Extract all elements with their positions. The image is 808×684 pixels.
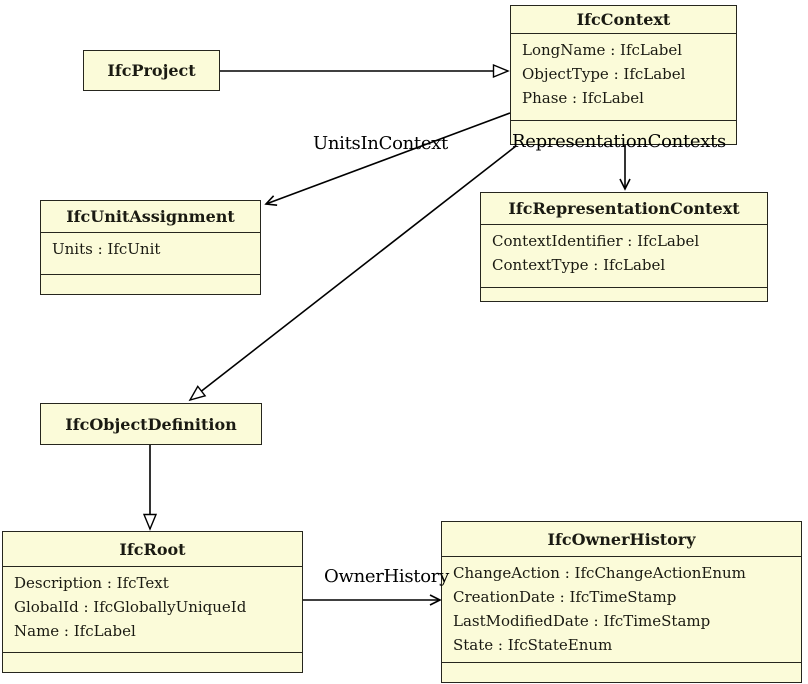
class-empty-compartment [41,274,260,294]
class-attribute: CreationDate : IfcTimeStamp [453,588,677,606]
class-attributes: LongName : IfcLabel ObjectType : IfcLabe… [511,33,736,120]
class-empty-compartment [442,662,801,682]
class-ifcproject: IfcProject [83,50,220,91]
class-attribute: ContextIdentifier : IfcLabel [492,232,700,250]
class-ifcrepresentationcontext: IfcRepresentationContext ContextIdentifi… [480,192,768,302]
association-label-representationcontexts: RepresentationContexts [512,131,726,152]
class-attribute: Phase : IfcLabel [522,89,644,107]
class-attributes: Description : IfcText GlobalId : IfcGlob… [3,566,302,652]
class-attributes: ContextIdentifier : IfcLabel ContextType… [481,224,767,287]
class-empty-compartment [481,287,767,301]
class-empty-compartment [511,120,736,144]
class-title: IfcRepresentationContext [508,199,740,218]
class-ifcunitassignment: IfcUnitAssignment Units : IfcUnit [40,200,261,295]
class-attribute: Name : IfcLabel [14,622,136,640]
class-attribute: ChangeAction : IfcChangeActionEnum [453,564,746,582]
association-ifccontext-to-ifcunitassignment [264,112,511,206]
class-ifcroot: IfcRoot Description : IfcText GlobalId :… [2,531,303,673]
class-ifccontext: IfcContext LongName : IfcLabel ObjectTyp… [510,5,737,145]
class-title: IfcProject [107,61,196,80]
class-attribute: LongName : IfcLabel [522,41,683,59]
class-title: IfcRoot [119,539,186,559]
association-label-unitsincontext: UnitsInContext [313,133,448,154]
class-attribute: State : IfcStateEnum [453,636,613,654]
class-attribute: GlobalId : IfcGloballyUniqueId [14,598,247,616]
class-title: IfcUnitAssignment [66,207,235,226]
class-attributes: ChangeAction : IfcChangeActionEnum Creat… [442,556,801,662]
class-ifcownerhistory: IfcOwnerHistory ChangeAction : IfcChange… [441,521,802,683]
class-title: IfcOwnerHistory [547,529,696,549]
class-title: IfcObjectDefinition [65,414,237,434]
class-attribute: LastModifiedDate : IfcTimeStamp [453,612,711,630]
class-attribute: ContextType : IfcLabel [492,256,666,274]
class-ifcobjectdefinition: IfcObjectDefinition [40,403,262,445]
class-empty-compartment [3,652,302,672]
association-label-ownerhistory: OwnerHistory [324,566,449,587]
class-title: IfcContext [576,10,671,29]
class-attribute: ObjectType : IfcLabel [522,65,686,83]
class-attributes: Units : IfcUnit [41,232,260,274]
class-attribute: Units : IfcUnit [52,240,161,258]
class-attribute: Description : IfcText [14,574,169,592]
